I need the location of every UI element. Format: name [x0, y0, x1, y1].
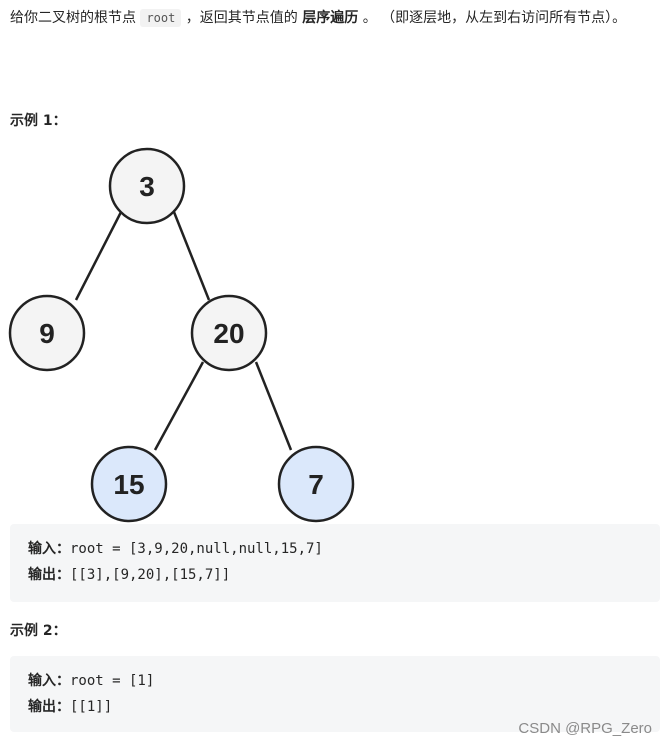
input-value: root = [3,9,20,null,null,15,7] — [70, 541, 323, 557]
example2-title: 示例 2： — [10, 623, 67, 639]
example1-codeblock: 输入：root = [3,9,20,null,null,15,7] 输出：[[3… — [10, 524, 660, 602]
example1-input-line: 输入：root = [3,9,20,null,null,15,7] — [28, 536, 642, 562]
watermark: CSDN @RPG_Zero — [518, 720, 652, 737]
description-bold: 层序遍历 — [302, 10, 359, 26]
output-value: [[1]] — [70, 699, 113, 715]
edge-20-7 — [254, 361, 293, 451]
input-label: 输入： — [28, 673, 70, 689]
tree-node-3: 3 — [108, 147, 186, 225]
description-part2: ，返回其节点值的 — [181, 10, 303, 26]
svg-text:7: 7 — [308, 469, 324, 500]
example2-output-line: 输出：[[1]] — [28, 694, 642, 720]
description-part3: 。 （即逐层地，从左到右访问所有节点）。 — [358, 10, 627, 26]
binary-tree-diagram: 3 9 20 15 7 — [8, 147, 355, 523]
example1-title: 示例 1： — [10, 113, 67, 129]
edge-3-20 — [172, 211, 211, 301]
problem-description: 给你二叉树的根节点 root ，返回其节点值的 层序遍历 。 （即逐层地，从左到… — [10, 6, 660, 30]
tree-node-20: 20 — [190, 294, 268, 372]
example2-input-line: 输入：root = [1] — [28, 668, 642, 694]
input-value: root = [1] — [70, 673, 155, 689]
tree-node-9: 9 — [8, 294, 86, 372]
output-value: [[3],[9,20],[15,7]] — [70, 567, 231, 583]
svg-text:9: 9 — [39, 318, 55, 349]
input-label: 输入： — [28, 541, 70, 557]
edge-3-9 — [74, 211, 123, 301]
tree-node-15: 15 — [90, 445, 168, 523]
output-label: 输出： — [28, 699, 70, 715]
edge-20-15 — [153, 361, 205, 451]
tree-node-7: 7 — [277, 445, 355, 523]
example2-codeblock: 输入：root = [1] 输出：[[1]] — [10, 656, 660, 732]
svg-text:15: 15 — [113, 469, 144, 500]
code-root: root — [140, 9, 182, 27]
svg-text:20: 20 — [213, 318, 244, 349]
example1-output-line: 输出：[[3],[9,20],[15,7]] — [28, 562, 642, 588]
svg-text:3: 3 — [139, 171, 155, 202]
description-part1: 给你二叉树的根节点 — [10, 10, 141, 26]
output-label: 输出： — [28, 567, 70, 583]
